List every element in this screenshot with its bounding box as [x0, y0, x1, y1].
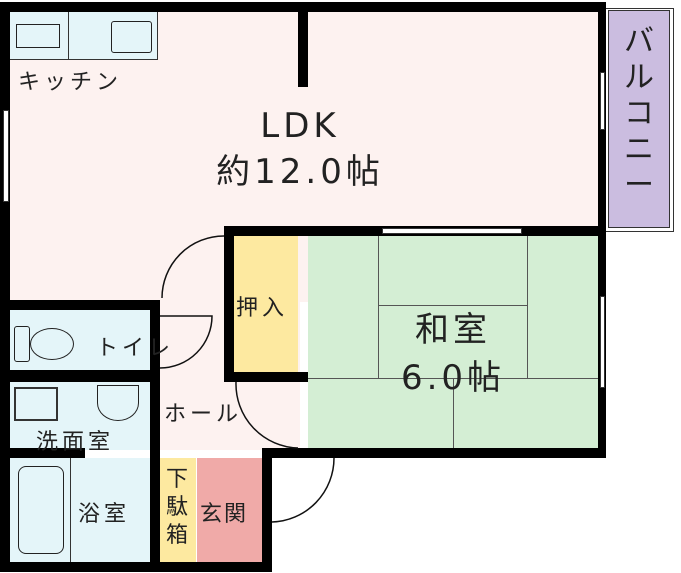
ldk-label: LDK	[260, 106, 340, 146]
shoe-box	[160, 458, 196, 562]
washroom-label: 洗面室	[36, 430, 115, 455]
kitchen-label: キッチン	[18, 70, 123, 95]
oshiire-room	[234, 236, 298, 372]
washitsu-label: 和室	[415, 310, 491, 350]
balcony-fill	[608, 10, 670, 228]
balcony-label: バルコニー	[624, 24, 658, 203]
counter-divider	[68, 12, 69, 60]
entrance-room	[197, 458, 262, 562]
stove-icon	[16, 24, 60, 48]
washing-machine-icon	[14, 387, 58, 421]
toilet-label: トイレ	[96, 336, 175, 361]
bath-label: 浴室	[78, 502, 131, 527]
toilet-icon	[14, 326, 30, 362]
bath-room	[10, 458, 150, 562]
bathtub-icon	[18, 466, 64, 554]
oshiire-label: 押入	[236, 296, 289, 321]
hall-label: ホール	[164, 402, 243, 427]
sink-icon	[111, 21, 152, 53]
entrance-label: 玄関	[200, 502, 249, 527]
washbasin-icon	[97, 385, 139, 421]
toilet-bowl-icon	[30, 328, 74, 360]
ldk-size: 約12.0帖	[216, 152, 384, 192]
shoe-box-label: 下駄箱	[166, 467, 193, 548]
washitsu-size: 6.0帖	[400, 358, 506, 398]
